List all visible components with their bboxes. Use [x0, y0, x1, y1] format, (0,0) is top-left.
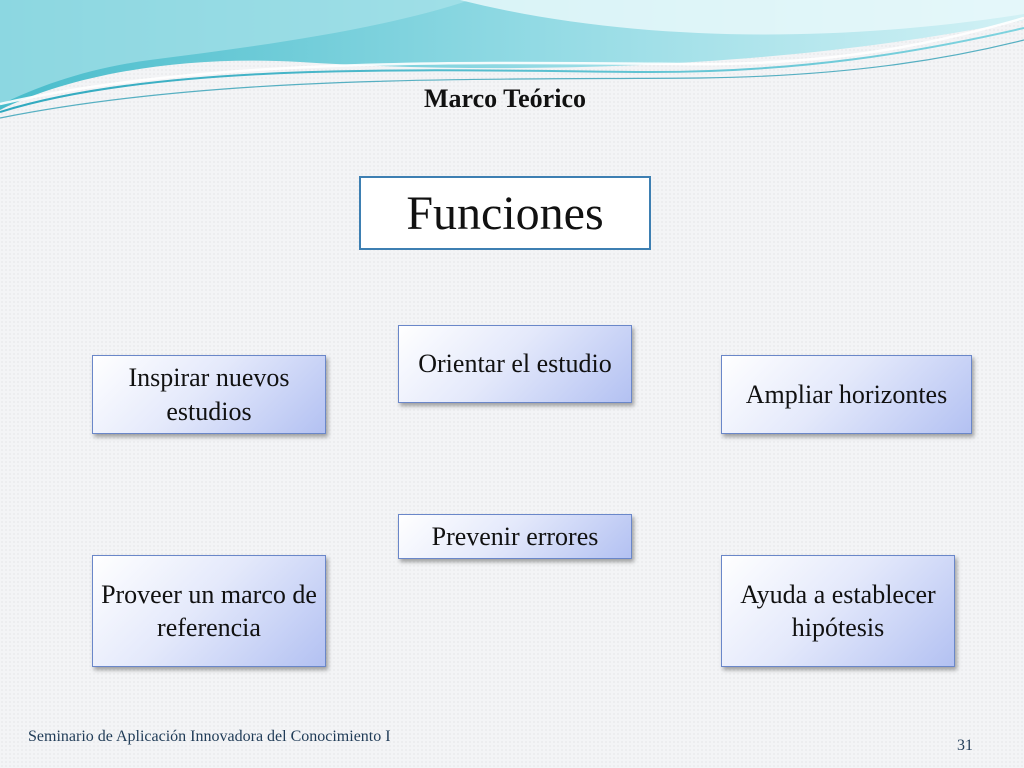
footer-text: Seminario de Aplicación Innovadora del C… [28, 728, 391, 745]
function-box-hipotesis: Ayuda a establecer hipótesis [721, 555, 955, 667]
function-label: Proveer un marco de referencia [101, 579, 317, 642]
function-box-ampliar: Ampliar horizontes [721, 355, 972, 434]
function-box-proveer: Proveer un marco de referencia [92, 555, 326, 667]
function-box-inspirar: Inspirar nuevos estudios [92, 355, 326, 434]
function-label: Orientar el estudio [418, 349, 612, 379]
function-label: Ampliar horizontes [745, 379, 948, 409]
page-number: 31 [957, 737, 973, 754]
header-wave-decoration [0, 0, 1024, 119]
function-label: Inspirar nuevos estudios [128, 363, 290, 426]
function-box-orientar: Orientar el estudio [398, 325, 632, 403]
slide-title-box: Funciones [359, 176, 651, 250]
slide-subtitle: Marco Teórico [424, 84, 586, 113]
function-box-prevenir: Prevenir errores [398, 514, 632, 559]
slide-title: Funciones [406, 186, 604, 240]
function-label: Ayuda a establecer hipótesis [740, 579, 936, 642]
function-label: Prevenir errores [431, 521, 599, 551]
